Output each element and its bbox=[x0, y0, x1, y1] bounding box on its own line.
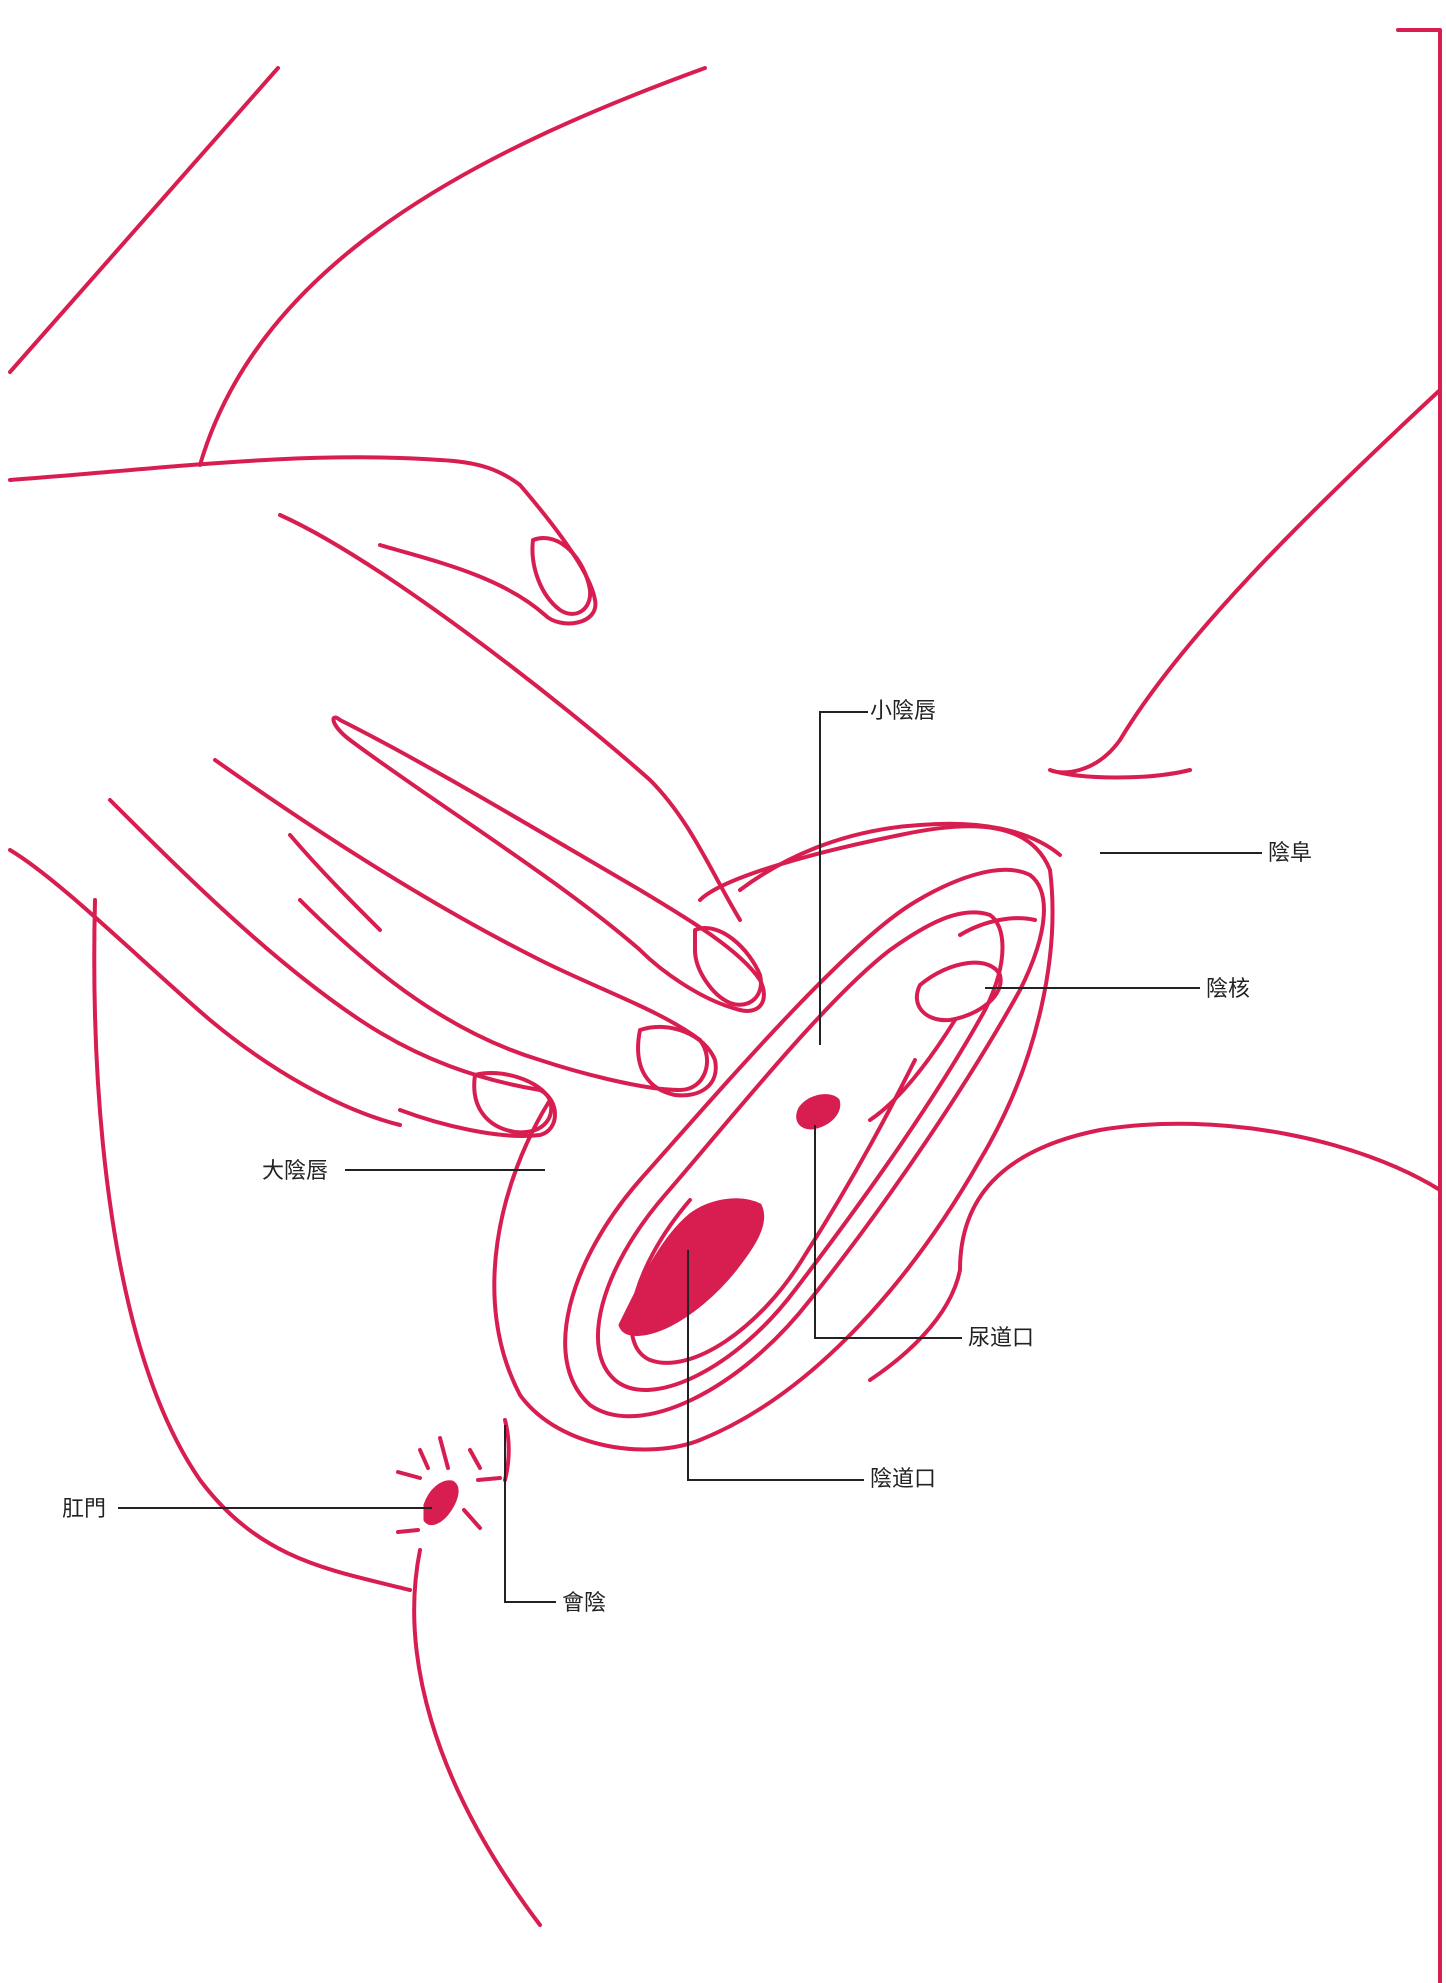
left-thigh-contour bbox=[92, 898, 412, 1592]
little-finger-contour bbox=[8, 848, 402, 1127]
anal-ridge-2 bbox=[468, 1448, 482, 1470]
thumb-nail bbox=[530, 536, 593, 616]
vaginal-opening-shape bbox=[618, 1198, 765, 1336]
right-thigh-contour bbox=[1048, 388, 1442, 780]
middle-finger-outline bbox=[213, 758, 710, 1092]
urethral-opening-shape bbox=[796, 1094, 841, 1130]
thumb-outline bbox=[378, 483, 598, 626]
label-urethral-opening: 尿道口 bbox=[968, 1326, 1035, 1351]
middle-fingernail bbox=[636, 1024, 718, 1098]
finger-gap-line bbox=[288, 833, 382, 932]
label-perineum: 會陰 bbox=[562, 1591, 607, 1616]
index-finger-outline bbox=[331, 715, 766, 1013]
thigh-upper-stroke bbox=[8, 66, 280, 374]
label-labia-majora: 大陰唇 bbox=[262, 1159, 329, 1184]
label-clitoris: 陰核 bbox=[1206, 977, 1251, 1002]
leader-vaginal bbox=[687, 1250, 864, 1481]
mons-contour bbox=[738, 821, 1062, 892]
label-mons-pubis: 陰阜 bbox=[1268, 841, 1313, 866]
anal-ridge-6 bbox=[462, 1508, 482, 1530]
clitoral-hood bbox=[914, 960, 1003, 1023]
anus-shape bbox=[423, 1480, 459, 1526]
anal-ridge-7 bbox=[418, 1448, 430, 1470]
perineum-contour bbox=[503, 1418, 511, 1482]
label-anus: 肛門 bbox=[62, 1497, 107, 1522]
hand-back-contour bbox=[278, 513, 742, 922]
hand-upper-wrist bbox=[8, 455, 522, 487]
ring-fingernail bbox=[472, 1070, 554, 1135]
leader-perineum bbox=[504, 1425, 556, 1603]
leader-labia-minora bbox=[819, 711, 868, 1045]
right-buttock-contour bbox=[868, 1121, 1442, 1382]
anal-ridge-1 bbox=[438, 1436, 450, 1470]
labia-majora-outer bbox=[492, 824, 1055, 1452]
belly-contour bbox=[198, 66, 707, 467]
lower-leg-contour bbox=[412, 1548, 542, 1927]
ring-finger-outline bbox=[108, 798, 557, 1138]
leader-urethral bbox=[814, 1125, 962, 1339]
index-fingernail bbox=[693, 926, 763, 1007]
inner-fold-right bbox=[868, 1018, 957, 1122]
labia-minora-inner bbox=[595, 910, 1005, 1392]
anal-ridge-3 bbox=[476, 1476, 502, 1482]
hood-ridge bbox=[958, 916, 1037, 937]
label-labia-minora: 小陰唇 bbox=[870, 699, 937, 724]
anal-ridge-5 bbox=[396, 1528, 420, 1534]
labia-minora-outer bbox=[563, 867, 1046, 1419]
label-vaginal-opening: 陰道口 bbox=[870, 1467, 937, 1492]
anal-ridge-4 bbox=[396, 1470, 422, 1480]
page-border bbox=[1396, 28, 1442, 1983]
